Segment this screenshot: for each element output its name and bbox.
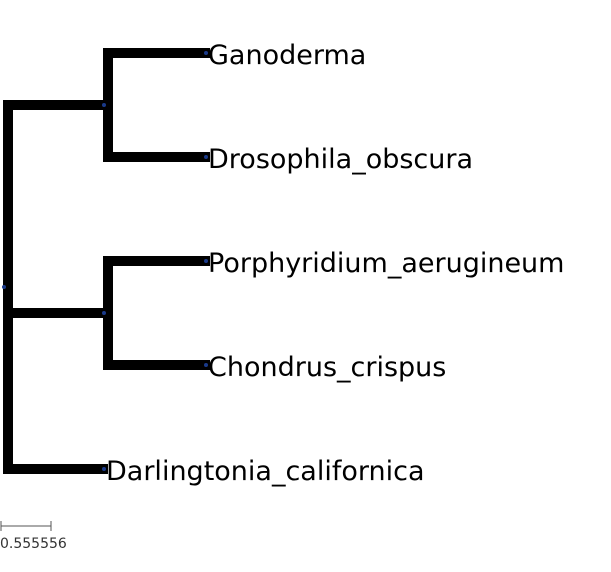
root-node bbox=[2, 285, 6, 289]
clade-2-node bbox=[102, 311, 106, 315]
leaf-label-darlingtonia-californica: Darlingtonia_californica bbox=[106, 456, 425, 487]
leaf-label-drosophila-obscura: Drosophila_obscura bbox=[208, 144, 473, 175]
scale-bar-label: 0.555556 bbox=[0, 536, 67, 552]
leaf-label-ganoderma: Ganoderma bbox=[208, 40, 366, 71]
scale-bar: 0.555556 bbox=[0, 521, 67, 552]
leaf-node-chondrus bbox=[204, 363, 208, 367]
tree-branches bbox=[3, 48, 210, 474]
leaf-label-porphyridium-aerugineum: Porphyridium_aerugineum bbox=[208, 248, 564, 279]
leaf-node-darlingtonia bbox=[102, 467, 106, 471]
leaf-node-ganoderma bbox=[204, 51, 208, 55]
clade-1-node bbox=[102, 103, 106, 107]
leaf-node-drosophila bbox=[204, 155, 208, 159]
tree-nodes bbox=[2, 51, 208, 471]
leaf-label-chondrus-crispus: Chondrus_crispus bbox=[208, 352, 446, 383]
tree-leaf-labels: Ganoderma Drosophila_obscura Porphyridiu… bbox=[106, 40, 564, 487]
leaf-node-porphyridium bbox=[204, 259, 208, 263]
